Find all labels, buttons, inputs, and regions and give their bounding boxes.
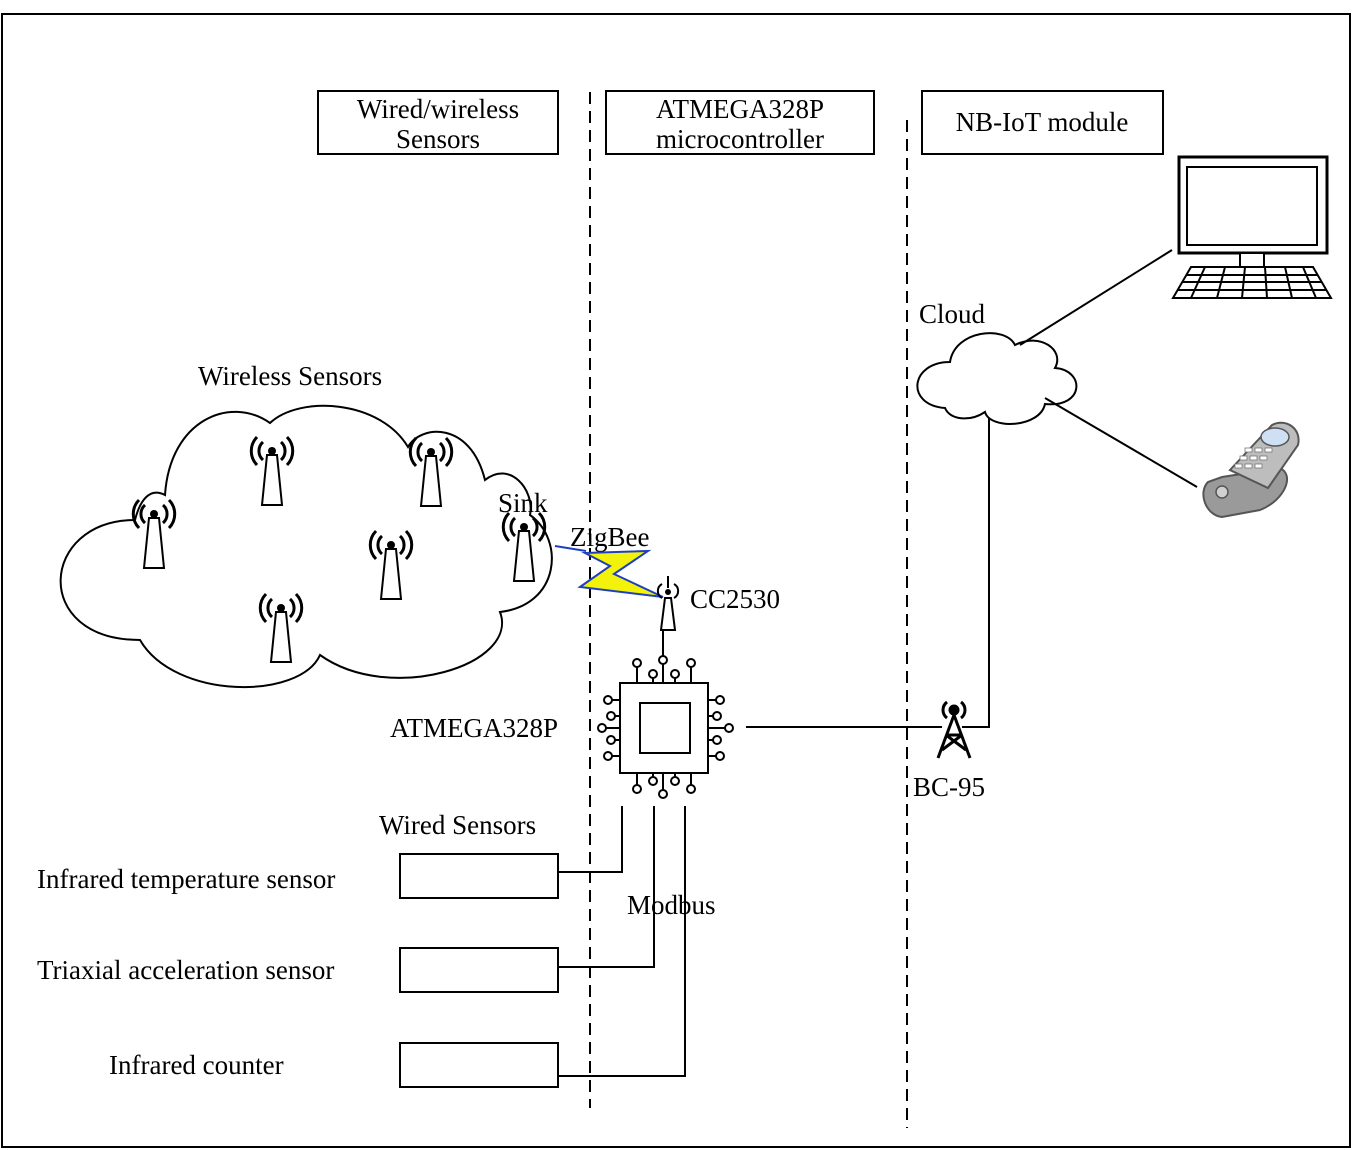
wire-infrared-counter [558,806,686,1077]
bc95-to-cloud-line [962,375,990,728]
modbus-label: Modbus [627,890,716,920]
header-mcu: ATMEGA328P microcontroller [605,90,875,155]
computer-icon [1171,155,1333,299]
sink-label: Sink [498,488,548,518]
header-mcu-line2: microcontroller [656,124,824,154]
wire-triaxial-acceleration [558,806,655,968]
header-sensors: Wired/wireless Sensors [317,90,559,155]
cc2530-label: CC2530 [690,584,780,614]
wireless-sensors-cloud-icon [59,404,553,688]
header-nbiot-text: NB-IoT module [956,107,1129,137]
wired-sensors-label: Wired Sensors [379,810,536,840]
atmega-label: ATMEGA328P [390,713,558,743]
zigbee-link-line [554,545,587,552]
cc2530-antenna-icon [656,576,680,631]
lightning-icon [577,549,664,598]
header-nbiot: NB-IoT module [921,90,1164,155]
zigbee-label: ZigBee [570,522,649,552]
wire-infrared-temperature [558,806,623,873]
chip-icon [597,655,734,799]
outer-frame [1,13,1351,1148]
phone-icon [1202,421,1300,519]
header-sensors-line2: Sensors [396,124,480,154]
bc95-label: BC-95 [913,772,985,802]
cloud-label: Cloud [919,299,986,329]
sensor-box-infrared-temperature [399,853,559,899]
sensor-label-infrared-counter: Infrared counter [109,1050,284,1080]
tower-icon [936,700,972,759]
sensor-box-triaxial-acceleration [399,947,559,993]
header-mcu-line1: ATMEGA328P [656,94,824,124]
sensor-label-infrared-temperature: Infrared temperature sensor [37,864,335,894]
cloud-to-phone-line [1044,397,1198,488]
header-sensors-line1: Wired/wireless [357,94,519,124]
sensor-label-triaxial-acceleration: Triaxial acceleration sensor [37,955,334,985]
wireless-sensors-label: Wireless Sensors [198,361,382,391]
cloud-to-computer-line [1019,249,1173,346]
sensor-box-infrared-counter [399,1042,559,1088]
cloud-icon [916,332,1078,425]
